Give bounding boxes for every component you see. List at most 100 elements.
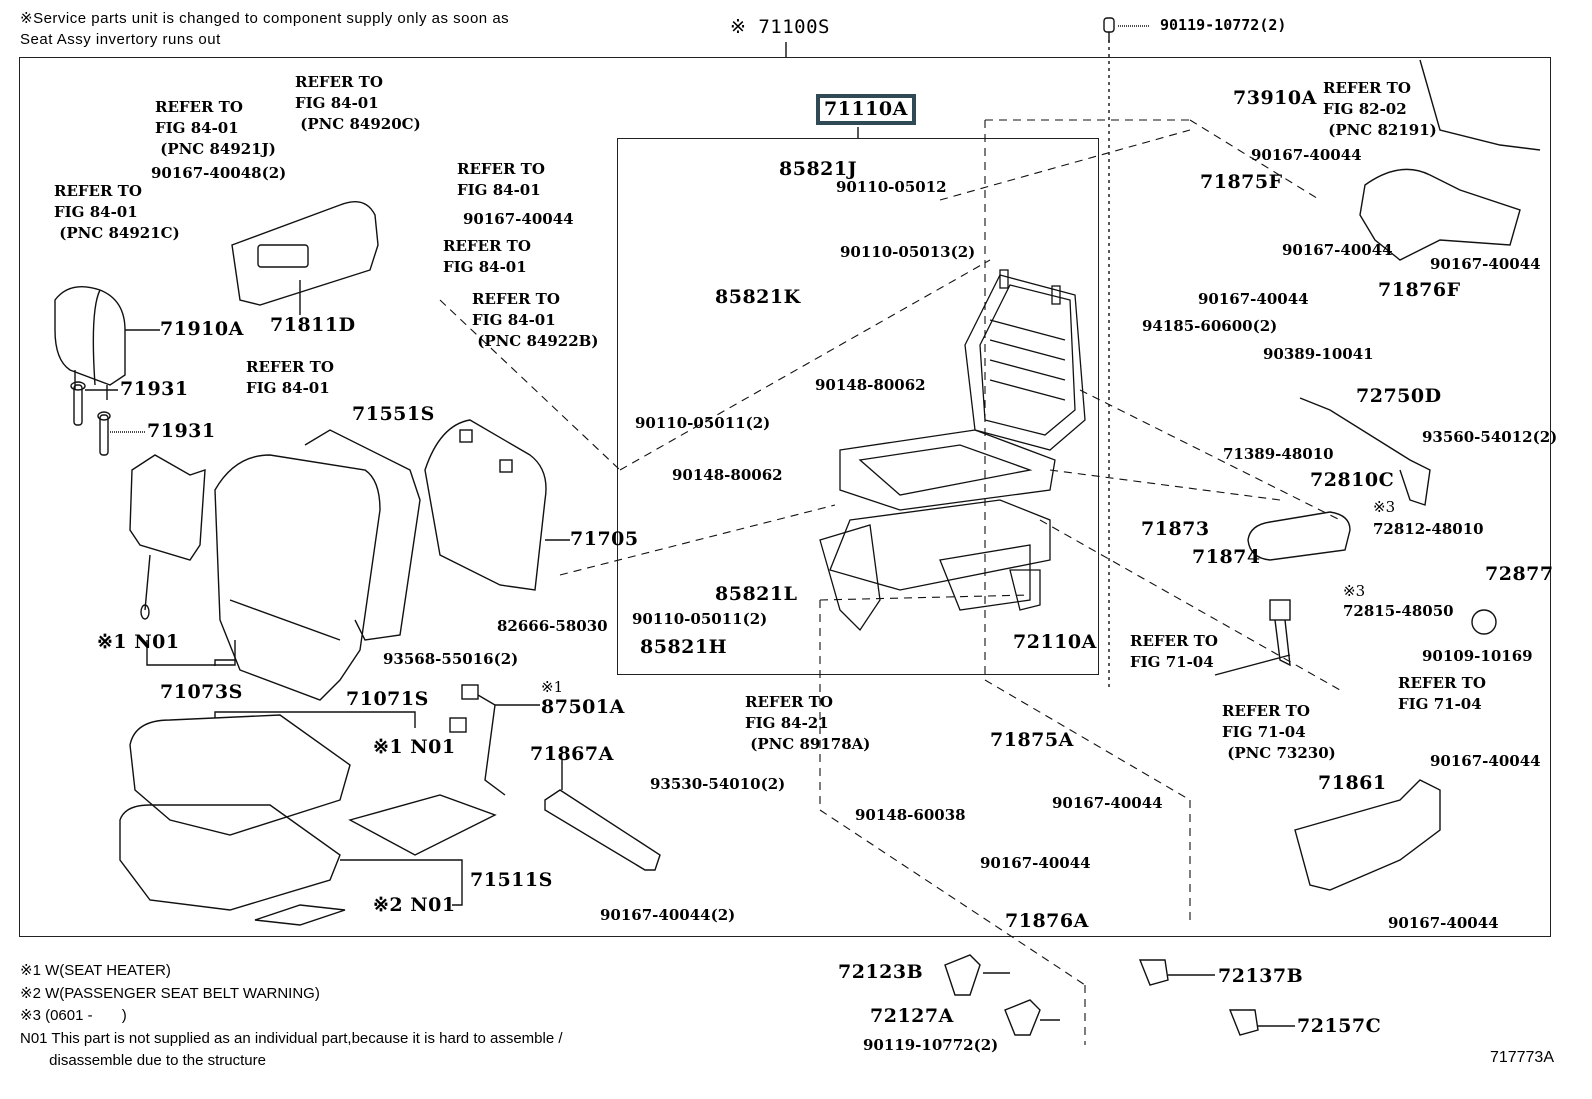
legend-item-n01: N01 This part is not supplied as an indi… [20,1029,563,1047]
part-label-71705[interactable]: 71705 [570,528,639,550]
part-label-72815-48050[interactable]: 72815-48050 [1343,602,1454,620]
part-label-90167-40044-2[interactable]: 90167-40044(2) [600,906,736,924]
seat-cushion-drawing [119,714,351,911]
refer-to-73230[interactable]: REFER TO FIG 71-04 (PNC 73230) [1222,702,1336,762]
part-label-82666-58030[interactable]: 82666-58030 [497,617,608,635]
part-label-90167-40044-c[interactable]: 90167-40044 [1052,794,1163,812]
part-label-72812-48010[interactable]: 72812-48010 [1373,520,1484,538]
part-label-90167-40044-i[interactable]: 90167-40044 [1430,752,1541,770]
part-label-90110-05013[interactable]: 90110-05013(2) [840,243,976,261]
part-label-n01-cushion[interactable]: ※1 N01 [373,736,456,758]
refer-to-fig-84-01-a[interactable]: REFER TO FIG 84-01 [457,160,545,199]
part-label-71551s[interactable]: 71551S [352,403,435,425]
part-label-72110a[interactable]: 72110A [1013,631,1097,653]
refer-to-84922b[interactable]: REFER TO FIG 84-01 (PNC 84922B) [472,290,599,350]
refer-to-84920c[interactable]: REFER TO FIG 84-01 (PNC 84920C) [295,73,421,133]
headrest-support-icon [97,411,111,456]
part-label-71876a[interactable]: 71876A [1005,910,1089,932]
bolt-icon [1103,17,1115,42]
part-label-71110a-highlighted[interactable]: 71110A [816,94,916,125]
bracket-part-drawing [1004,999,1041,1036]
part-label-90167-40044-g[interactable]: 90167-40044 [1430,255,1541,273]
part-label-93560-54012[interactable]: 93560-54012(2) [1422,428,1558,446]
part-label-71931-a[interactable]: 71931 [120,378,189,400]
part-label-93530-54010[interactable]: 93530-54010(2) [650,775,786,793]
part-label-90110-05011-a[interactable]: 90110-05011(2) [635,414,771,432]
headrest-drawing [54,286,126,400]
leader-line [340,859,463,906]
part-label-71867a[interactable]: 71867A [530,743,614,765]
part-label-71875a[interactable]: 71875A [990,729,1074,751]
part-label-90110-05011-b[interactable]: 90110-05011(2) [632,610,768,628]
clip-part-drawing [1138,959,1169,986]
refer-to-89178a[interactable]: REFER TO FIG 84-21 (PNC 89178A) [745,693,871,753]
headrest-support-icon [70,381,86,426]
part-label-71910a[interactable]: 71910A [160,318,244,340]
part-label-90167-40044-f[interactable]: 90167-40044 [1282,241,1393,259]
part-label-72750d[interactable]: 72750D [1356,385,1442,407]
part-label-90167-40044-j[interactable]: 90167-40044 [1388,914,1499,932]
part-label-71876f[interactable]: 71876F [1378,279,1461,301]
refer-to-fig-71-04-a[interactable]: REFER TO FIG 71-04 [1130,632,1218,671]
part-label-90148-60038[interactable]: 90148-60038 [855,806,966,824]
part-label-n01-seatback[interactable]: ※1 N01 [97,631,180,653]
refer-to-84921c[interactable]: REFER TO FIG 84-01 (PNC 84921C) [54,182,180,242]
heater-mat-drawing [348,794,497,856]
cushion-side-cover-drawing [544,789,661,871]
part-label-71873[interactable]: 71873 [1141,518,1210,540]
refer-to-82191[interactable]: REFER TO FIG 82-02 (PNC 82191) [1323,79,1437,139]
part-label-72157c[interactable]: 72157C [1297,1015,1382,1037]
clip-part-drawing [1228,1009,1259,1036]
part-label-71071s[interactable]: 71071S [346,688,429,710]
part-label-71861[interactable]: 71861 [1318,772,1387,794]
part-label-73910a[interactable]: 73910A [1233,87,1317,109]
part-label-72137b[interactable]: 72137B [1218,965,1304,987]
part-label-93568-55016[interactable]: 93568-55016(2) [383,650,519,668]
part-label-71389-48010[interactable]: 71389-48010 [1223,445,1334,463]
seat-belt-buckle-drawing [1214,599,1291,676]
assembly-guide-lines [439,119,1341,1045]
part-label-90109-10169[interactable]: 90109-10169 [1422,647,1533,665]
part-label-72810c[interactable]: 72810C [1310,469,1395,491]
part-label-72127a[interactable]: 72127A [870,1005,954,1027]
part-label-90167-40044-d[interactable]: 90167-40044 [980,854,1091,872]
part-label-90167-40044-e[interactable]: 90167-40044 [1251,146,1362,164]
refer-to-fig-71-04-b[interactable]: REFER TO FIG 71-04 [1398,674,1486,713]
part-label-71931-b[interactable]: 71931 [147,420,216,442]
part-label-n01-belt-sensor[interactable]: ※2 N01 [373,894,456,916]
refer-to-fig-84-01-b[interactable]: REFER TO FIG 84-01 [443,237,531,276]
refer-to-fig-84-01-c[interactable]: REFER TO FIG 84-01 [246,358,334,397]
seat-frame-subassembly-box [617,138,1099,675]
part-label-90119-10772-bottom[interactable]: 90119-10772(2) [863,1036,999,1054]
note-mark-3-b: ※3 [1343,582,1366,600]
legend-item-3: ※3 (0601 - ) [20,1007,127,1024]
legend-item-1: ※1 W(SEAT HEATER) [20,962,171,979]
part-label-90148-80062-b[interactable]: 90148-80062 [672,466,783,484]
part-label-87501a[interactable]: 87501A [541,696,625,718]
part-label-90119-10772-top[interactable]: 90119-10772(2) [1160,16,1287,34]
refer-to-84921j[interactable]: REFER TO FIG 84-01 (PNC 84921J) [155,98,276,158]
part-label-94185-60600[interactable]: 94185-60600(2) [1142,317,1278,335]
bracket-part-drawing [944,954,981,996]
part-label-71875f[interactable]: 71875F [1200,171,1283,193]
part-label-90389-10041[interactable]: 90389-10041 [1263,345,1374,363]
part-label-72123b[interactable]: 72123B [838,961,924,983]
part-label-85821l[interactable]: 85821L [715,583,798,605]
part-label-72877[interactable]: 72877 [1485,563,1554,585]
part-label-71874[interactable]: 71874 [1192,546,1261,568]
seatback-pad-drawing [129,454,206,620]
part-label-90167-40044-a[interactable]: 90167-40044 [463,210,574,228]
part-label-90167-40044-h[interactable]: 90167-40044 [1198,290,1309,308]
part-label-85821h[interactable]: 85821H [640,636,728,658]
part-label-85821k[interactable]: 85821K [715,286,801,308]
leader-line [214,711,416,728]
note-mark-3-a: ※3 [1373,498,1396,516]
part-label-90167-40048[interactable]: 90167-40048(2) [151,164,287,182]
part-label-85821j[interactable]: 85821J [779,158,858,180]
part-label-90110-05012[interactable]: 90110-05012 [836,178,947,196]
part-label-71073s[interactable]: 71073S [160,681,243,703]
part-label-71511s[interactable]: 71511S [470,869,553,891]
part-label-90148-80062-a[interactable]: 90148-80062 [815,376,926,394]
part-label-71811d[interactable]: 71811D [270,314,356,336]
